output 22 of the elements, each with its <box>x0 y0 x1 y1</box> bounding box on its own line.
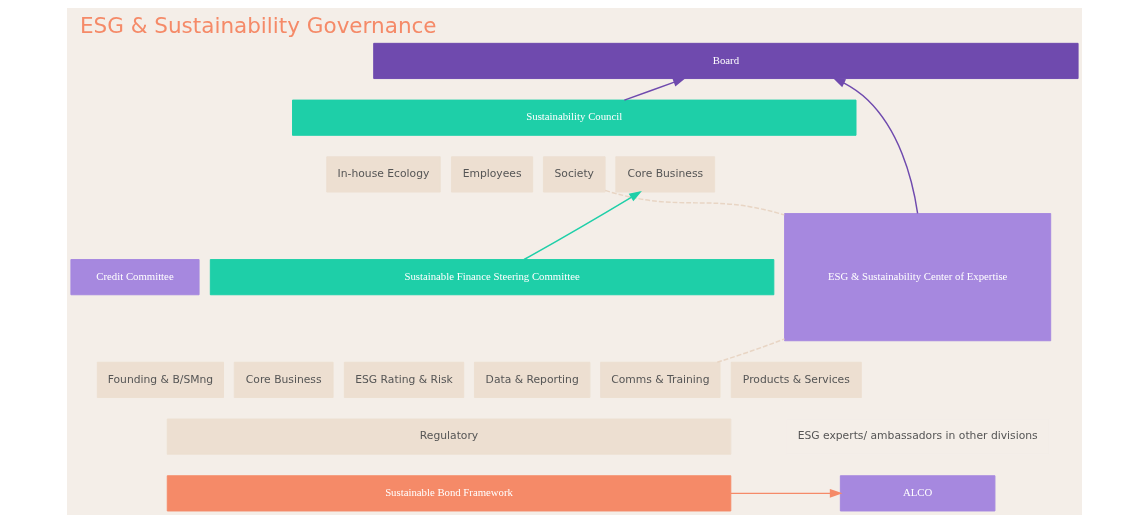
node-box: Comms & Training <box>599 361 720 398</box>
arrow <box>522 190 642 261</box>
connector <box>716 338 785 363</box>
node-box: Core Business <box>233 361 334 398</box>
arrow <box>623 77 686 101</box>
node-box: Sustainable Finance Steering Committee <box>209 259 774 296</box>
arrow <box>832 77 918 215</box>
node-box: Sustainable Bond Framework <box>166 475 731 512</box>
node-box: Products & Services <box>730 361 862 398</box>
node-box: Core Business <box>614 156 715 193</box>
node-box: ESG & Sustainability Center of Expertise <box>783 213 1051 342</box>
arrow <box>729 488 843 498</box>
diagram-title: ESG & Sustainability Governance <box>79 13 437 39</box>
node-box: ALCO <box>839 475 995 512</box>
connector <box>604 189 785 216</box>
node-box: Regulatory <box>166 418 731 455</box>
node-box: Sustainability Council <box>291 99 856 136</box>
node-text: ESG experts/ ambassadors in other divisions <box>797 429 1038 443</box>
node-box: In-house Ecology <box>325 156 441 193</box>
node-box: Society <box>542 156 606 193</box>
node-box: Board <box>372 42 1079 80</box>
node-box: Credit Committee <box>69 259 200 296</box>
